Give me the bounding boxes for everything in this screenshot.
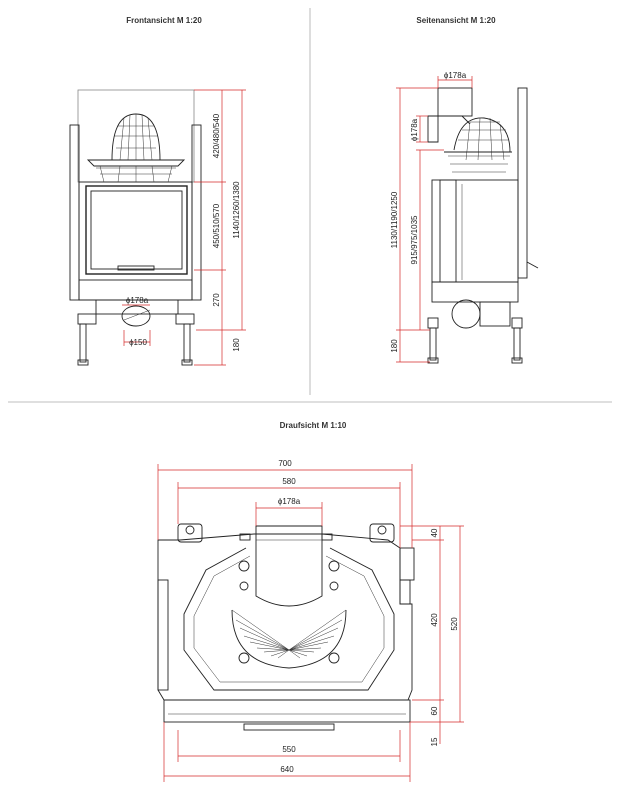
front-dim-middle: 450/510/570 bbox=[212, 203, 221, 248]
side-rear-panel bbox=[517, 87, 528, 279]
top-dim-flue-diameter: ϕ178a bbox=[278, 497, 301, 506]
side-flue-pipe bbox=[437, 87, 473, 117]
top-brackets bbox=[177, 523, 415, 581]
front-body bbox=[78, 181, 193, 301]
top-firebox-octagon bbox=[183, 547, 395, 691]
top-dim-420: 420 bbox=[430, 613, 439, 627]
side-flue-elbow bbox=[427, 115, 471, 143]
top-heat-exchanger-fins bbox=[231, 609, 347, 669]
side-base bbox=[431, 281, 519, 303]
front-view: 420/480/540 450/510/570 1140/1260/1380 2… bbox=[69, 89, 246, 366]
front-door-handle bbox=[117, 265, 155, 271]
top-dim-520: 520 bbox=[450, 617, 459, 631]
top-door-handle bbox=[243, 723, 335, 731]
side-firebox bbox=[431, 179, 519, 283]
front-dim-180: 180 bbox=[232, 338, 241, 352]
top-front-frame bbox=[163, 699, 411, 723]
side-dim-180: 180 bbox=[390, 339, 399, 353]
front-dim-inlet-diameter: ϕ150 bbox=[129, 338, 147, 347]
top-side-strip-left bbox=[157, 579, 169, 691]
side-door-profile bbox=[439, 179, 457, 283]
side-view-title: Seitenansicht M 1:20 bbox=[416, 16, 496, 25]
front-dim-outlet-diameter: ϕ178a bbox=[126, 296, 149, 305]
top-view: 700 580 ϕ178a 40 420 520 60 15 550 640 bbox=[157, 459, 464, 782]
front-right-frame bbox=[191, 124, 202, 301]
top-dim-40: 40 bbox=[430, 528, 439, 537]
top-dim-700: 700 bbox=[278, 459, 292, 468]
side-air-duct bbox=[479, 301, 511, 327]
front-ash-drawer bbox=[95, 299, 179, 315]
top-dim-580: 580 bbox=[282, 477, 296, 486]
top-bolts bbox=[238, 560, 340, 664]
side-dim-left-diameter: ϕ178a bbox=[410, 118, 419, 141]
side-dim-inner: 915/975/1035 bbox=[410, 215, 419, 264]
side-view: ϕ178a ϕ178a 1130/1190/1250 915/975/1035 … bbox=[390, 71, 539, 364]
front-door-glass bbox=[90, 190, 183, 270]
top-dim-550: 550 bbox=[282, 745, 296, 754]
top-outer-housing bbox=[157, 533, 413, 701]
front-dim-upper: 420/480/540 bbox=[212, 113, 221, 158]
front-heat-exchanger bbox=[86, 113, 186, 183]
front-dim-total: 1140/1260/1380 bbox=[232, 181, 241, 239]
top-side-strip-right bbox=[399, 579, 411, 605]
side-heat-exchanger bbox=[444, 117, 512, 173]
front-dim-270: 270 bbox=[212, 293, 221, 307]
front-view-title: Frontansicht M 1:20 bbox=[126, 16, 202, 25]
top-dim-60: 60 bbox=[430, 706, 439, 715]
side-dim-top-diameter: ϕ178a bbox=[444, 71, 467, 80]
side-dim-total: 1130/1190/1250 bbox=[390, 191, 399, 248]
top-view-title: Draufsicht M 1:10 bbox=[280, 421, 347, 430]
top-dim-15: 15 bbox=[430, 737, 439, 746]
side-feet bbox=[427, 317, 523, 364]
top-flue-collar bbox=[255, 525, 323, 607]
front-feet bbox=[77, 313, 195, 366]
side-air-inlet bbox=[451, 299, 481, 329]
front-air-inlet bbox=[121, 305, 151, 327]
top-dim-640: 640 bbox=[280, 765, 294, 774]
front-door-frame bbox=[85, 185, 188, 275]
